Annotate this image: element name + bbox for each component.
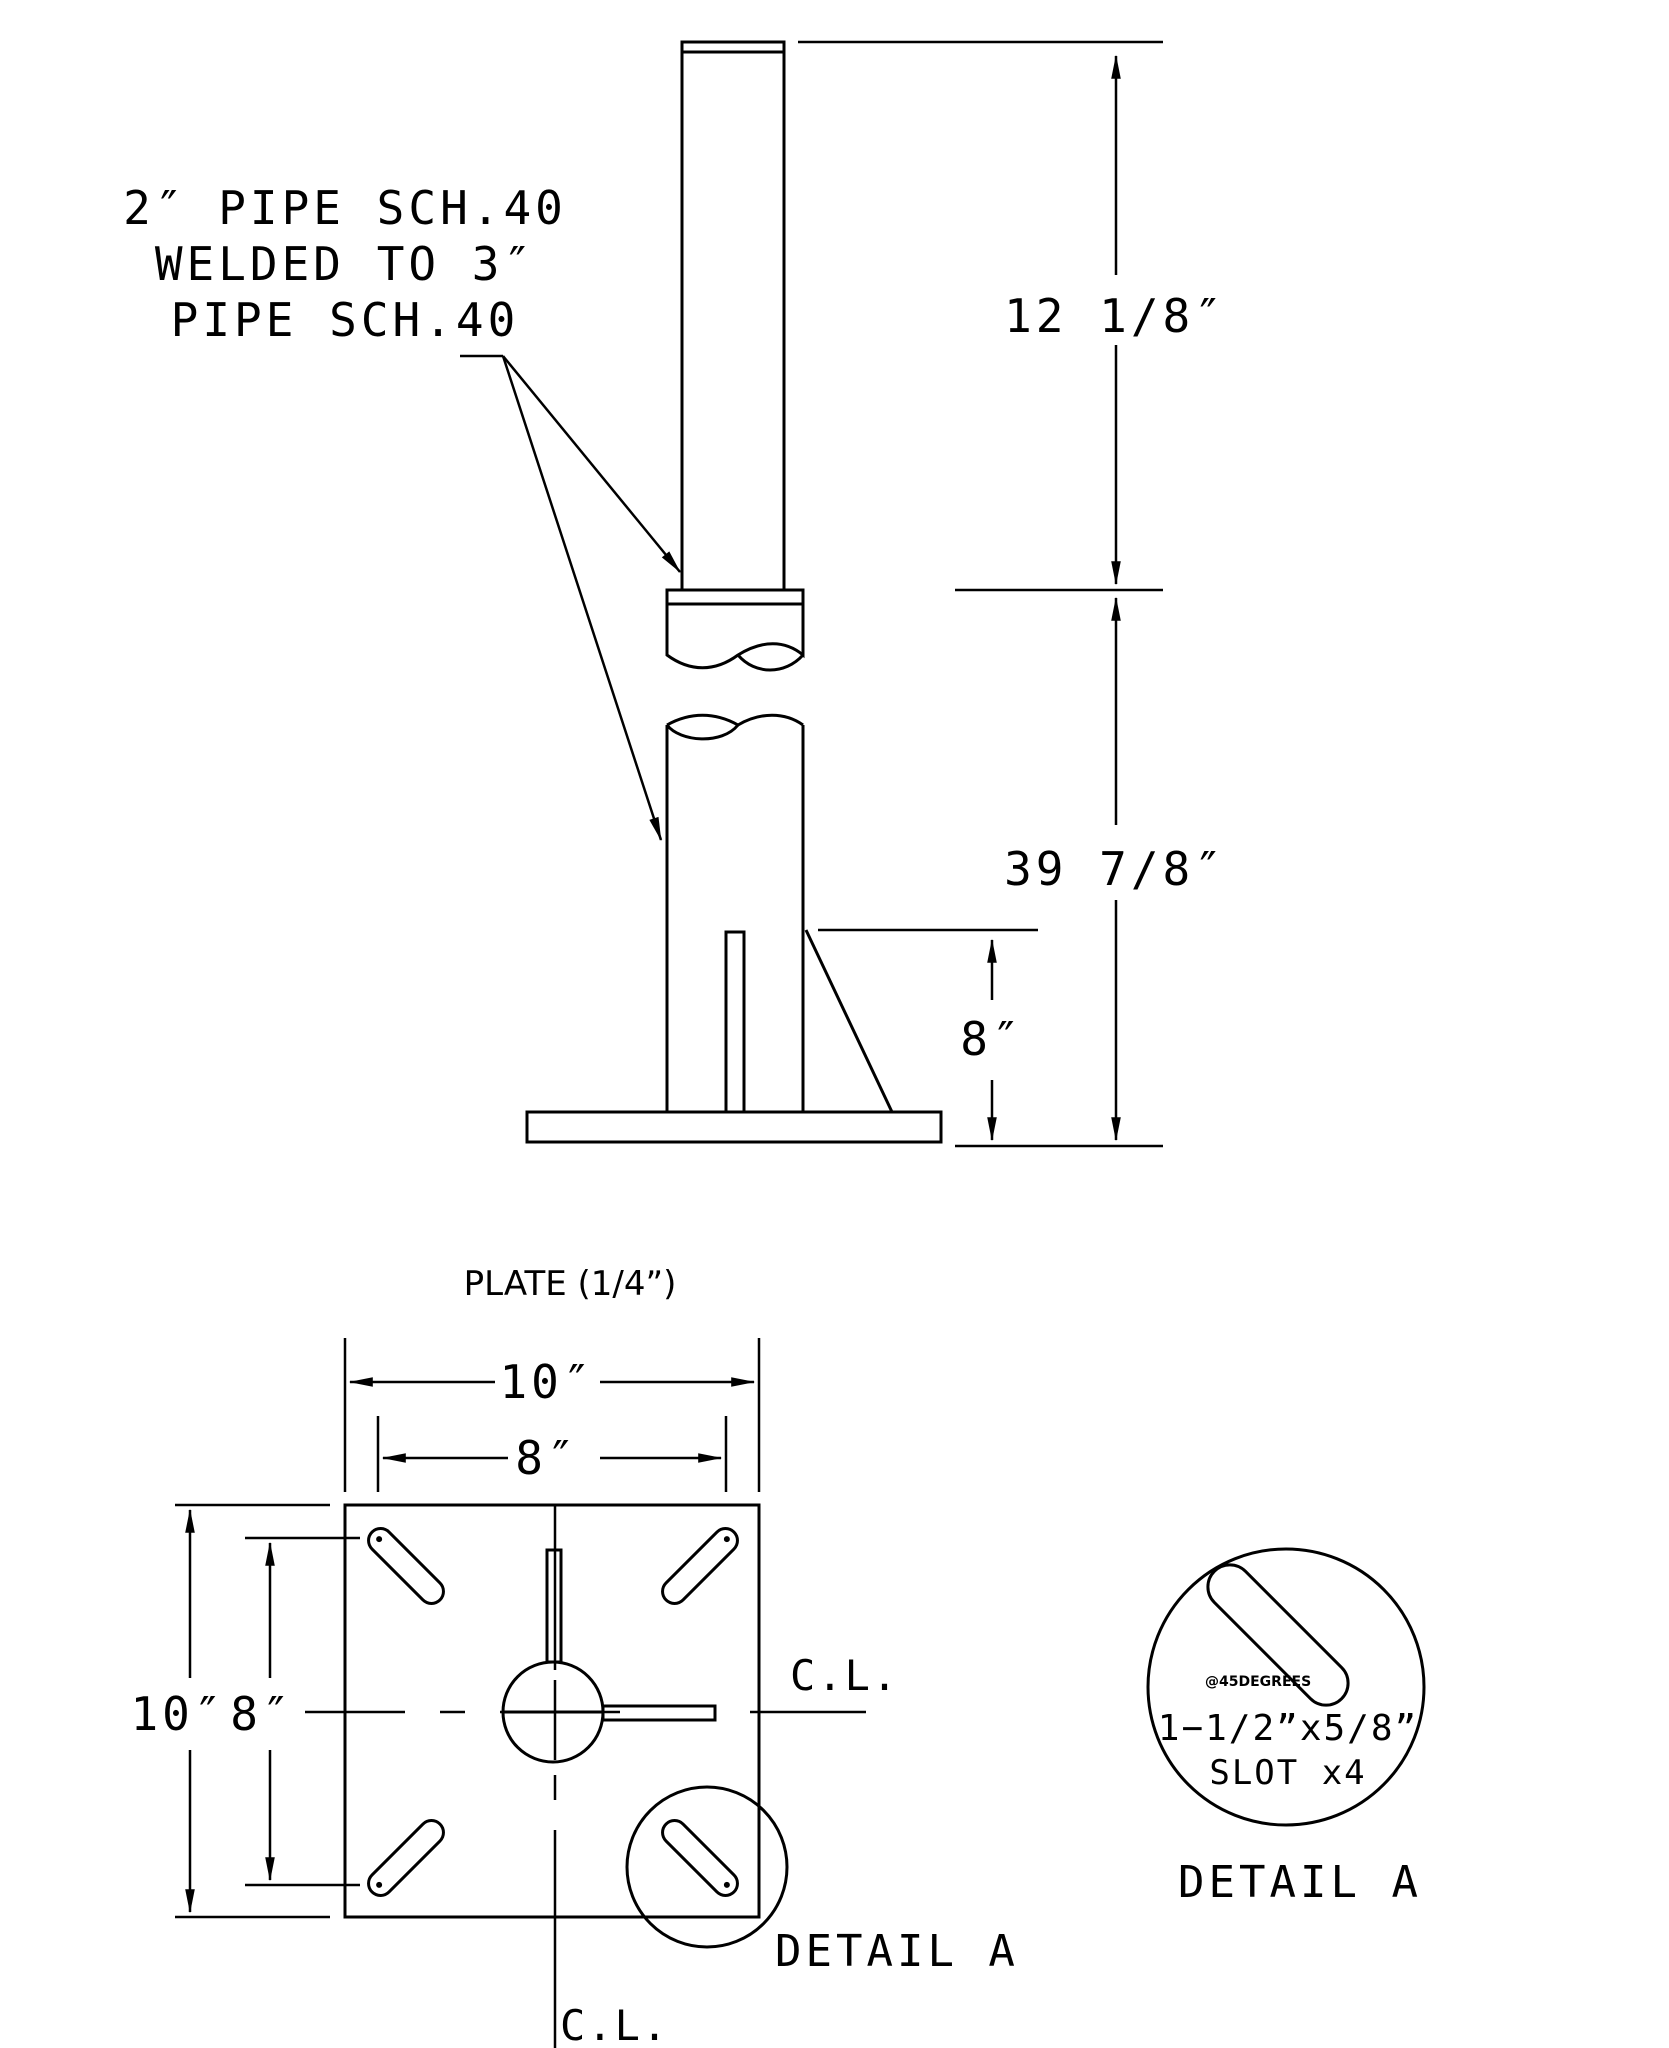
cl-label-bottom: C.L.: [560, 2001, 669, 2048]
lower-pipe: [665, 713, 805, 1112]
gusset: [724, 929, 894, 1114]
dim-plate-width-inner: 8″: [515, 1431, 578, 1485]
detail-a-reference-label: DETAIL A: [775, 1926, 1019, 1977]
plate-plan-view: PLATE (1/4”) 10″ 8″ 10″ 8″: [130, 1264, 1019, 2048]
detail-a-reference-circle: [625, 1785, 789, 1949]
dim-upper-pipe: 12 1/8″: [1004, 289, 1226, 343]
elevation-view: 2″ PIPE SCH.40 WELDED TO 3″ PIPE SCH.40 …: [123, 40, 1226, 1148]
slot-top-left: [367, 1527, 445, 1605]
gusset-dimension: 8″: [818, 928, 1038, 1142]
pipe-collar: [665, 588, 805, 672]
callout-line-1: 2″ PIPE SCH.40: [123, 181, 567, 235]
detail-slot-size: 1−1/2”x5/8”: [1158, 1708, 1418, 1749]
slot-bottom-left: [367, 1819, 445, 1897]
upper-pipe: [680, 40, 786, 592]
detail-slot-count: SLOT x4: [1209, 1753, 1366, 1793]
slot-top-right: [661, 1527, 739, 1605]
cl-label-right: C.L.: [790, 1651, 899, 1700]
callout-line-2: WELDED TO 3″: [155, 237, 535, 291]
slots: [367, 1527, 739, 1897]
base-plate: [525, 1110, 943, 1144]
callout-line-3: PIPE SCH.40: [171, 293, 520, 347]
pipe-section: [501, 1548, 717, 1764]
pipe-callout: 2″ PIPE SCH.40 WELDED TO 3″ PIPE SCH.40: [123, 181, 681, 842]
detail-a: @45DEGREES 1−1/2”x5/8” SLOT x4 DETAIL A: [1146, 1547, 1426, 1908]
plate-title: PLATE (1/4”): [464, 1264, 677, 1304]
overall-dimensions: 12 1/8″ 39 7/8″: [798, 40, 1226, 1148]
detail-a-title: DETAIL A: [1178, 1857, 1422, 1908]
detail-angle-note: @45DEGREES: [1205, 1674, 1311, 1690]
dim-plate-height-outer: 10″: [130, 1687, 225, 1741]
slot-bottom-right: [661, 1819, 739, 1897]
dim-lower-pipe: 39 7/8″: [1004, 842, 1226, 896]
dim-plate-height-inner: 8″: [230, 1687, 293, 1741]
dim-plate-width-outer: 10″: [499, 1355, 594, 1409]
dim-gusset: 8″: [960, 1012, 1023, 1066]
